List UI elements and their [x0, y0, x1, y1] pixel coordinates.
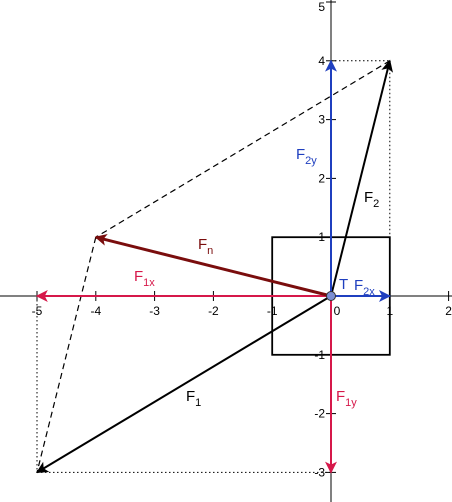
- vector-f1y-label: F1y: [336, 388, 357, 409]
- origin-point-dot: [326, 291, 336, 301]
- parallelogram-dashed-edge: [36, 237, 97, 473]
- y-tick-label: 4: [318, 54, 325, 68]
- y-tick-label: 2: [318, 171, 325, 185]
- vector-f1-arrow: [35, 295, 332, 474]
- x-tick-label: 2: [445, 304, 452, 318]
- origin-point: T: [326, 276, 348, 301]
- parallelogram-dashed-edge: [95, 60, 391, 238]
- force-vectors: [35, 59, 394, 474]
- origin-point-label: T: [339, 276, 348, 293]
- x-tick-label: -3: [149, 304, 160, 318]
- vector-f1x-label: F1x: [134, 268, 155, 289]
- vector-fn-arrow: [94, 233, 332, 298]
- vector-fn-label: Fn: [198, 236, 213, 257]
- x-tick-label: -1: [267, 304, 278, 318]
- x-tick-label: -5: [32, 304, 43, 318]
- vector-f2-label: F2: [364, 189, 379, 210]
- y-tick-label: -3: [314, 465, 325, 479]
- x-tick-label: -2: [208, 304, 219, 318]
- y-tick-label: 3: [318, 113, 325, 127]
- x-tick-label: -4: [90, 304, 101, 318]
- y-tick-label: 1: [318, 230, 325, 244]
- y-tick-label: -2: [314, 407, 325, 421]
- y-tick-label: -1: [314, 348, 325, 362]
- x-tick-label: 1: [386, 304, 393, 318]
- x-tick-label: 0: [334, 304, 341, 318]
- parallelogram-construction: [36, 60, 391, 473]
- y-tick-label: 5: [318, 0, 325, 14]
- vector-f2x-label: F2x: [354, 277, 375, 298]
- vector-f2-arrow: [330, 59, 394, 297]
- vector-f2y-label: F2y: [296, 146, 317, 167]
- vector-f1-label: F1: [186, 388, 201, 409]
